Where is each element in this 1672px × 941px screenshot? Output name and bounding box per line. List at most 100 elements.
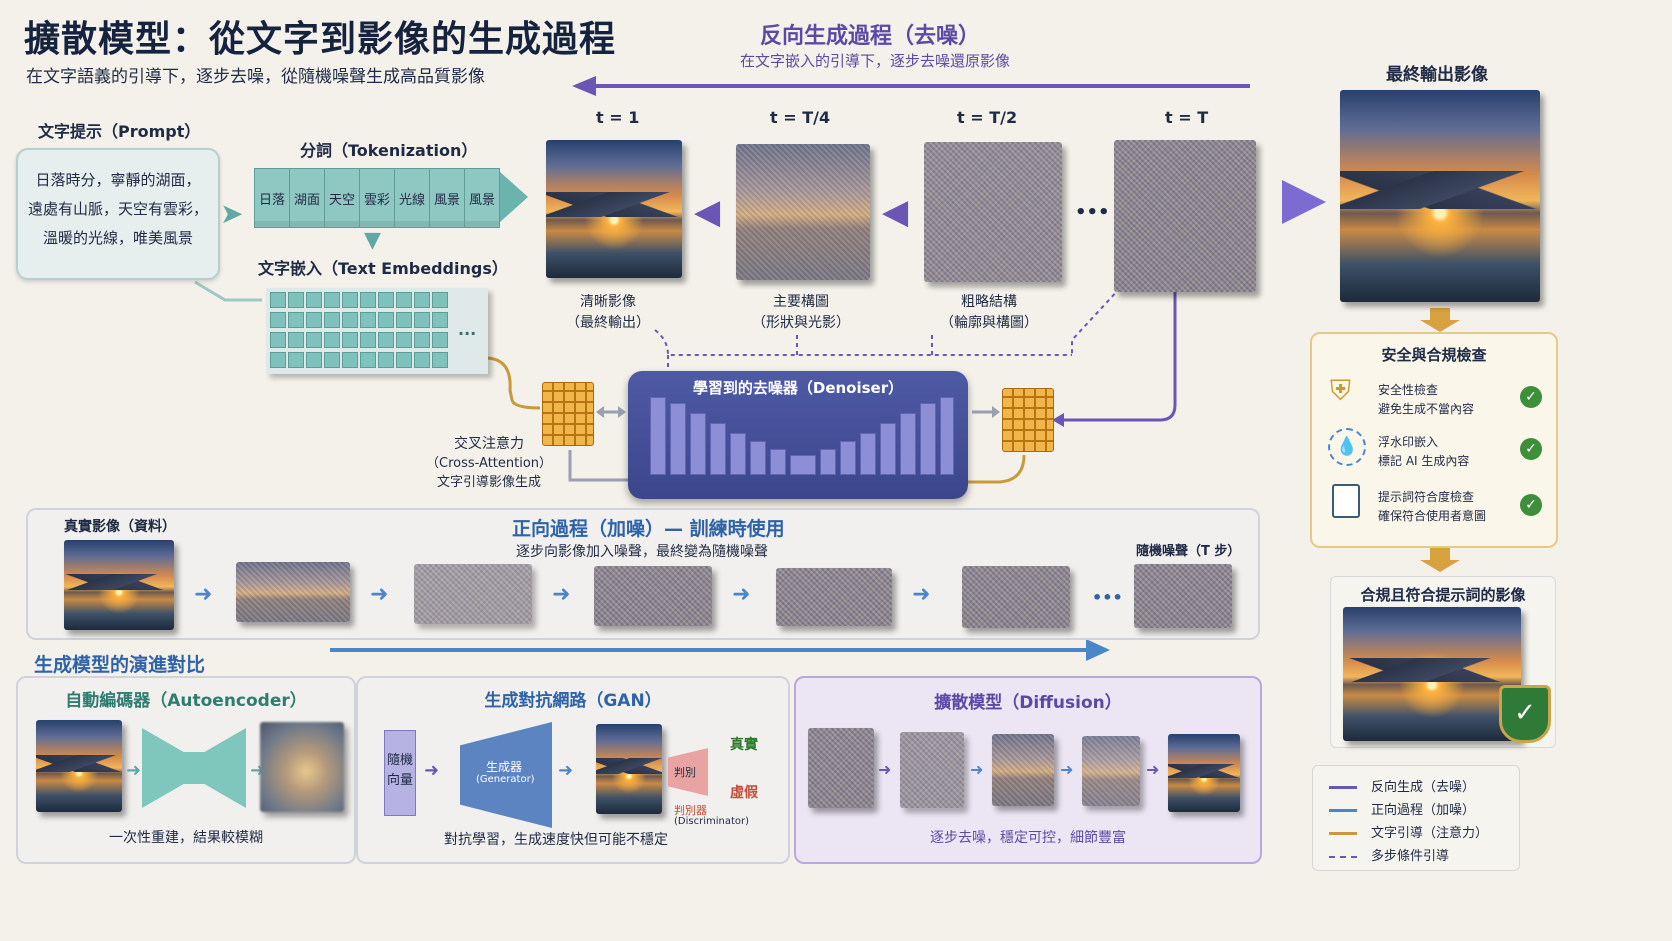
left-arrow-icon: ◀ xyxy=(882,192,909,232)
ellipsis: ••• xyxy=(1092,588,1123,607)
compliant-image xyxy=(1343,607,1521,741)
autoencoder-icon xyxy=(142,728,246,808)
prompt-line: 遠處有山脈，天空有雲彩， xyxy=(27,200,208,218)
final-output-label: 最終輸出影像 xyxy=(1386,65,1488,85)
diffusion-step-image xyxy=(808,728,874,808)
prompt-line: 溫暖的光線，唯美風景 xyxy=(42,229,193,247)
noise-vector-text: 向量 xyxy=(386,773,413,788)
discriminator-label: 判別器 xyxy=(674,804,707,817)
legend-swatch xyxy=(1329,786,1357,789)
clear-image xyxy=(546,140,682,278)
noise-vector-text: 隨機 xyxy=(386,753,413,768)
token: 天空 xyxy=(324,168,360,228)
main-composition-image xyxy=(736,144,870,280)
discriminator-block xyxy=(668,748,708,796)
diffusion-panel: 擴散模型（Diffusion） ➜ ➜ ➜ ➜ 逐步去噪，穩定可控，細節豐富 xyxy=(794,676,1262,864)
right-arrow-icon: ➜ xyxy=(912,582,931,607)
compliant-label: 合規且符合提示詞的影像 xyxy=(1360,586,1526,604)
down-arrow-icon: ▼ xyxy=(364,228,381,253)
page-subtitle: 在文字語義的引導下，逐步去噪，從隨機噪聲生成高品質影像 xyxy=(26,67,485,87)
right-arrow-icon: ➜ xyxy=(878,760,892,779)
cross-attention-grid-icon xyxy=(542,382,594,446)
legend-item: 多步條件引導 xyxy=(1329,845,1449,864)
tokenization-label: 分詞（Tokenization） xyxy=(300,141,478,160)
pure-noise-image xyxy=(1114,140,1256,292)
right-arrow-icon: ➜ xyxy=(558,760,574,781)
token: 雲彩 xyxy=(359,168,395,228)
generator-label-en: (Generator) xyxy=(476,774,535,785)
right-arrow-icon: ➜ xyxy=(194,582,213,607)
right-arrow-icon: ➜ xyxy=(970,760,984,779)
coarse-structure-image xyxy=(924,142,1062,282)
gan-caption: 對抗學習，生成速度快但可能不穩定 xyxy=(444,832,668,848)
legend-label: 多步條件引導 xyxy=(1371,849,1450,864)
autoencoder-title: 自動編碼器（Autoencoder） xyxy=(65,691,307,711)
caption-line: （形狀與光影） xyxy=(752,315,850,331)
embedding-ellipsis: ... xyxy=(458,320,477,339)
legend-swatch xyxy=(1329,809,1357,812)
timestep-label: t = T/4 xyxy=(770,108,831,127)
token: 風景 xyxy=(464,168,500,228)
token-arrow-icon xyxy=(500,172,528,222)
right-arrow-icon: ➜ xyxy=(1146,760,1160,779)
cross-attention-label: 交叉注意力 （Cross-Attention） 文字引導影像生成 xyxy=(426,435,552,492)
compliant-panel: 合規且符合提示詞的影像 ✓ xyxy=(1330,576,1556,748)
forward-step-image xyxy=(414,564,532,624)
check-icon: ✓ xyxy=(1520,438,1542,460)
gan-title: 生成對抗網路（GAN） xyxy=(484,691,662,711)
forward-step-image xyxy=(776,568,892,626)
cross-attention-english: （Cross-Attention） xyxy=(426,456,553,471)
ellipsis: ••• xyxy=(1075,202,1110,223)
timestep-label: t = 1 xyxy=(596,108,640,127)
forward-step-image xyxy=(594,566,712,626)
token: 湖面 xyxy=(289,168,325,228)
autoencoder-caption: 一次性重建，結果較模糊 xyxy=(109,830,263,846)
legend-label: 正向過程（加噪） xyxy=(1371,803,1476,818)
forward-process-subtitle: 逐步向影像加入噪聲，最終變為隨機噪聲 xyxy=(516,544,768,560)
forward-step-image xyxy=(962,566,1070,628)
forward-step-image xyxy=(1134,564,1232,628)
forward-process-title: 正向過程（加噪）— 訓練時使用 xyxy=(512,518,785,540)
legend-item: 文字引導（注意力） xyxy=(1329,822,1488,841)
right-arrow-icon xyxy=(1282,180,1326,224)
timestep-label: t = T/2 xyxy=(957,108,1018,127)
structure-caption: 粗略結構 （輪廓與構圖） xyxy=(940,292,1038,334)
embedding-matrix: ... xyxy=(266,288,488,374)
safety-title: 安全與合規檢查 xyxy=(1381,346,1487,364)
caption-line: （輪廓與構圖） xyxy=(940,315,1038,331)
noise-to-denoiser-line xyxy=(1062,290,1177,422)
caption-line: 粗略結構 xyxy=(961,294,1017,310)
blurry-output-image xyxy=(260,722,344,812)
right-arrow-icon: ➜ xyxy=(1060,760,1074,779)
check-icon: ✓ xyxy=(1520,494,1542,516)
right-arrow-icon: ➜ xyxy=(126,760,142,781)
caption-line: 清晰影像 xyxy=(580,294,636,310)
page-title: 擴散模型：從文字到影像的生成過程 xyxy=(24,19,617,60)
shield-icon: ⛨ xyxy=(1330,374,1352,407)
cross-attention-grid-icon xyxy=(1002,388,1054,452)
right-arrow-icon: ➜ xyxy=(732,582,751,607)
real-label: 真實 xyxy=(730,737,758,753)
timestep-label: t = T xyxy=(1165,108,1209,127)
diffusion-step-image xyxy=(1168,734,1240,812)
real-image-label: 真實影像（資料） xyxy=(64,519,176,535)
check-icon: ✓ xyxy=(1520,386,1542,408)
document-check-icon xyxy=(1332,484,1360,518)
prompt-label: 文字提示（Prompt） xyxy=(38,122,201,141)
safety-panel: 安全與合規檢查 ⛨ 安全性檢查 避免生成不當內容 ✓ 💧 浮水印嵌入 標記 AI… xyxy=(1310,332,1558,548)
cross-attention-title: 交叉注意力 xyxy=(454,436,525,452)
noise-label: 隨機噪聲（T 步） xyxy=(1136,544,1241,559)
caption-line: 主要構圖 xyxy=(773,294,829,310)
composition-caption: 主要構圖 （形狀與光影） xyxy=(752,292,850,334)
noise-vector-block: 隨機 向量 xyxy=(384,730,416,816)
diffusion-step-image xyxy=(900,732,964,808)
safety-item-title: 安全性檢查 xyxy=(1378,383,1439,397)
embedding-label: 文字嵌入（Text Embeddings） xyxy=(258,259,508,278)
autoencoder-panel: 自動編碼器（Autoencoder） ➜ ➜ 一次性重建，結果較模糊 xyxy=(16,676,356,864)
fake-label: 虛假 xyxy=(730,785,758,801)
token: 風景 xyxy=(429,168,465,228)
generated-image xyxy=(596,724,662,814)
legend-label: 反向生成（去噪） xyxy=(1371,780,1476,795)
forward-step-image xyxy=(236,562,350,622)
legend-label: 文字引導（注意力） xyxy=(1371,826,1489,841)
